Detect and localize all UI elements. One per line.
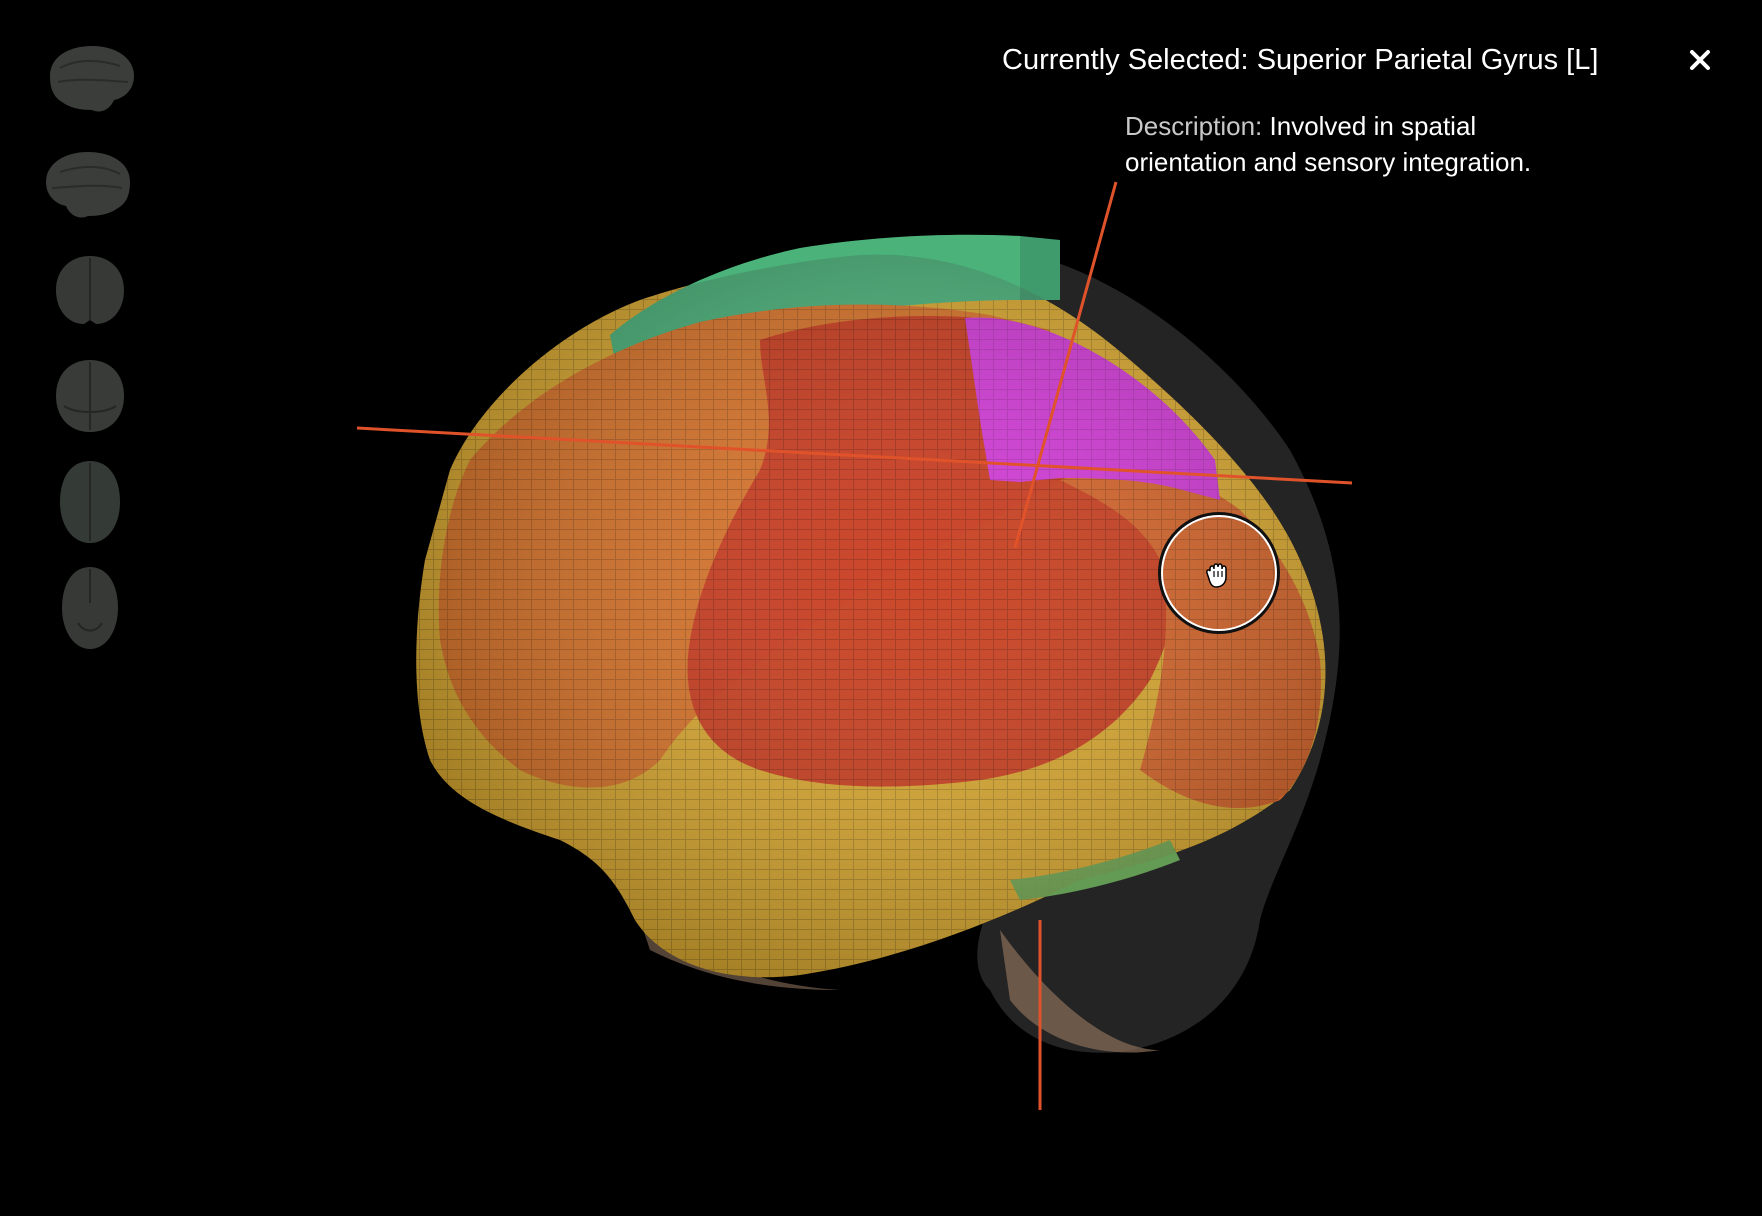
view-superior-button[interactable] xyxy=(30,454,150,550)
brain-lateral-icon xyxy=(46,152,130,218)
close-x-icon xyxy=(1690,50,1710,70)
crosshair xyxy=(356,181,1353,1110)
brain-bottom-icon xyxy=(62,567,118,649)
view-anterior-button[interactable] xyxy=(30,242,150,338)
selected-region-title: Currently Selected: Superior Parietal Gy… xyxy=(1002,44,1598,77)
view-lateral-left-button[interactable] xyxy=(30,30,150,126)
brain-frontal-icon xyxy=(56,256,124,324)
crosshair-horizontal xyxy=(356,426,1353,485)
grab-cursor xyxy=(1158,512,1280,634)
selected-region-name: Superior Parietal Gyrus [L] xyxy=(1256,44,1599,76)
grab-hand-icon xyxy=(1158,512,1280,634)
brain-posterior-icon xyxy=(56,360,124,432)
brain-top-icon xyxy=(60,461,120,543)
view-posterior-button[interactable] xyxy=(30,348,150,444)
selection-info-panel: Currently Selected: Superior Parietal Gy… xyxy=(1002,40,1762,200)
region-description: Description: Involved in spatial orienta… xyxy=(1125,108,1555,180)
description-label: Description: xyxy=(1125,111,1263,141)
crosshair-vertical-top xyxy=(1013,181,1118,549)
selected-label: Currently Selected: xyxy=(1002,44,1249,76)
description-text: Involved in spatial orientation and sens… xyxy=(1125,111,1532,177)
view-inferior-button[interactable] xyxy=(30,560,150,656)
brain-lateral-icon xyxy=(50,46,134,112)
close-button[interactable] xyxy=(1680,40,1720,80)
view-lateral-right-button[interactable] xyxy=(30,136,150,232)
